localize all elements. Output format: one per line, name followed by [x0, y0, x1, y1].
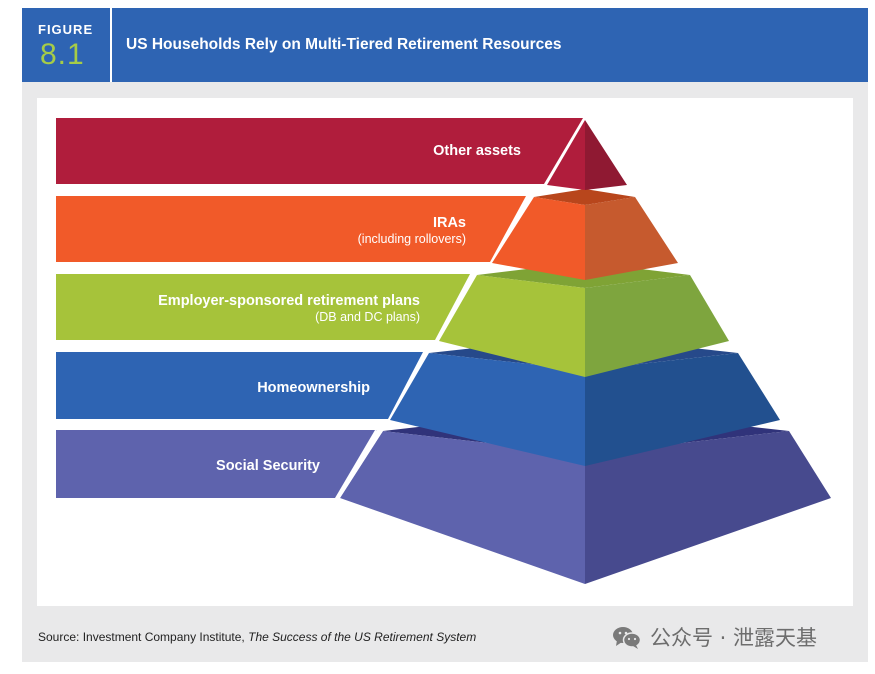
source-publication: The Success of the US Retirement System	[248, 630, 477, 644]
homeownership-label: Homeownership	[257, 380, 370, 396]
homeownership-band	[56, 352, 423, 419]
iras-right-face	[585, 197, 678, 280]
employer-plans-band	[56, 274, 470, 340]
other-assets-left-face	[547, 120, 585, 190]
homeownership-left-face	[390, 353, 585, 466]
watermark-text: 公众号 · 泄露天基	[650, 626, 818, 650]
iras-sublabel: (including rollovers)	[358, 232, 466, 246]
diagram-panel: Other assets IRAs (including rollovers) …	[37, 98, 853, 606]
iras-label: IRAs	[433, 215, 466, 231]
source-note: Source: Investment Company Institute, Th…	[38, 630, 476, 644]
social-security-label: Social Security	[216, 458, 320, 474]
employer-plans-left-face	[439, 275, 585, 377]
iras-back-face	[534, 189, 635, 205]
wechat-icon	[613, 627, 642, 649]
other-assets-right-face	[585, 120, 627, 190]
figure-word: FIGURE	[38, 22, 94, 37]
figure-title: US Households Rely on Multi-Tiered Retir…	[126, 36, 562, 53]
other-assets-band	[56, 118, 583, 184]
figure-frame: FIGURE 8.1 US Households Rely on Multi-T…	[22, 8, 868, 662]
header-divider	[110, 8, 112, 82]
source-prefix: Source: Investment Company Institute,	[38, 630, 249, 644]
iras-left-face	[492, 197, 585, 280]
figure-header: FIGURE 8.1 US Households Rely on Multi-T…	[22, 8, 868, 82]
social-security-connector	[335, 430, 383, 498]
social-security-left-face	[340, 431, 585, 584]
pyramid-diagram: Other assets IRAs (including rollovers) …	[56, 118, 831, 584]
figure-number: 8.1	[40, 38, 85, 71]
figure-number-box: FIGURE 8.1	[22, 8, 108, 82]
social-security-right-face	[585, 431, 831, 584]
other-assets-label: Other assets	[433, 143, 521, 159]
employer-plans-right-face	[585, 275, 729, 377]
employer-plans-sublabel: (DB and DC plans)	[315, 310, 420, 324]
iras-band	[56, 196, 526, 262]
social-security-band	[56, 430, 377, 498]
homeownership-right-face	[585, 353, 780, 466]
employer-plans-label: Employer-sponsored retirement plans	[158, 293, 420, 309]
watermark: 公众号 · 泄露天基	[612, 622, 817, 652]
